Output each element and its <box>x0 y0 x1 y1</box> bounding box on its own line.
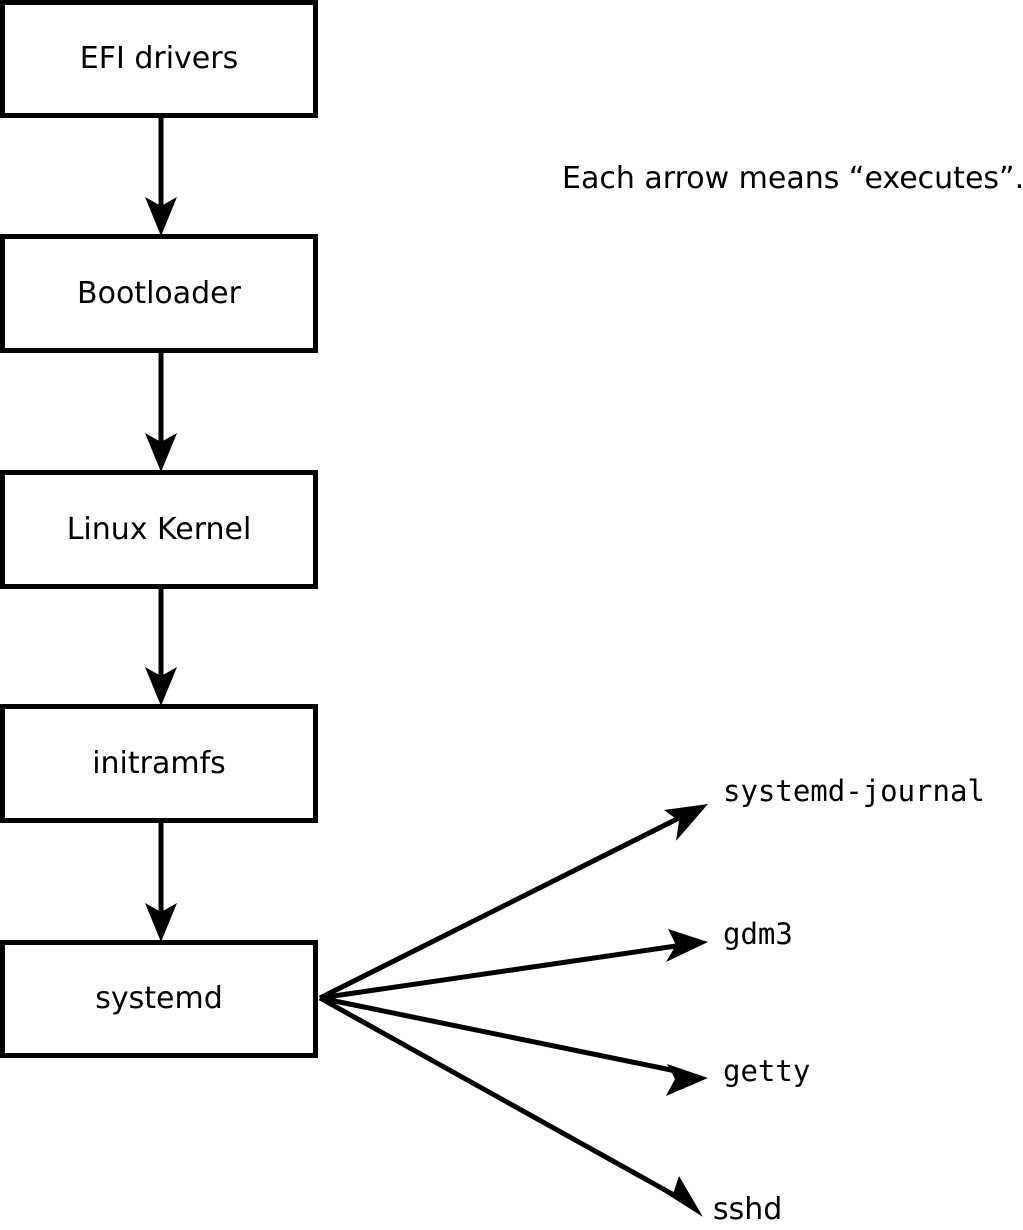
node-label-bootloader: Bootloader <box>77 275 241 311</box>
arrow-systemd-to-getty <box>319 995 708 1096</box>
node-bootloader[interactable]: Bootloader <box>0 234 318 353</box>
arrow-bootloader-to-linux-kernel <box>145 353 177 472</box>
node-linux-kernel[interactable]: Linux Kernel <box>0 470 318 589</box>
node-label-efi-drivers: EFI drivers <box>79 41 239 76</box>
arrow-systemd-to-gdm3 <box>319 929 708 1001</box>
arrow-initramfs-to-systemd <box>145 823 177 942</box>
node-initramfs[interactable]: initramfs <box>0 704 318 823</box>
node-label-initramfs: initramfs <box>92 745 226 781</box>
arrow-systemd-to-systemd-journal <box>318 804 708 1001</box>
node-label-linux-kernel: Linux Kernel <box>66 511 252 547</box>
arrow-systemd-to-sshd <box>318 995 703 1217</box>
leaf-label-gdm3: gdm3 <box>723 917 793 951</box>
diagram-caption: Each arrow means “executes”. <box>562 161 1023 196</box>
node-efi-drivers[interactable]: EFI drivers <box>0 0 318 118</box>
leaf-label-getty: getty <box>723 1054 811 1088</box>
leaf-label-sshd: sshd <box>713 1192 783 1227</box>
arrow-efi-drivers-to-bootloader <box>145 118 177 236</box>
node-systemd[interactable]: systemd <box>0 940 318 1058</box>
node-label-systemd: systemd <box>95 981 223 1016</box>
leaf-label-systemd-journal: systemd-journal <box>723 774 985 808</box>
arrow-linux-kernel-to-initramfs <box>145 589 177 706</box>
